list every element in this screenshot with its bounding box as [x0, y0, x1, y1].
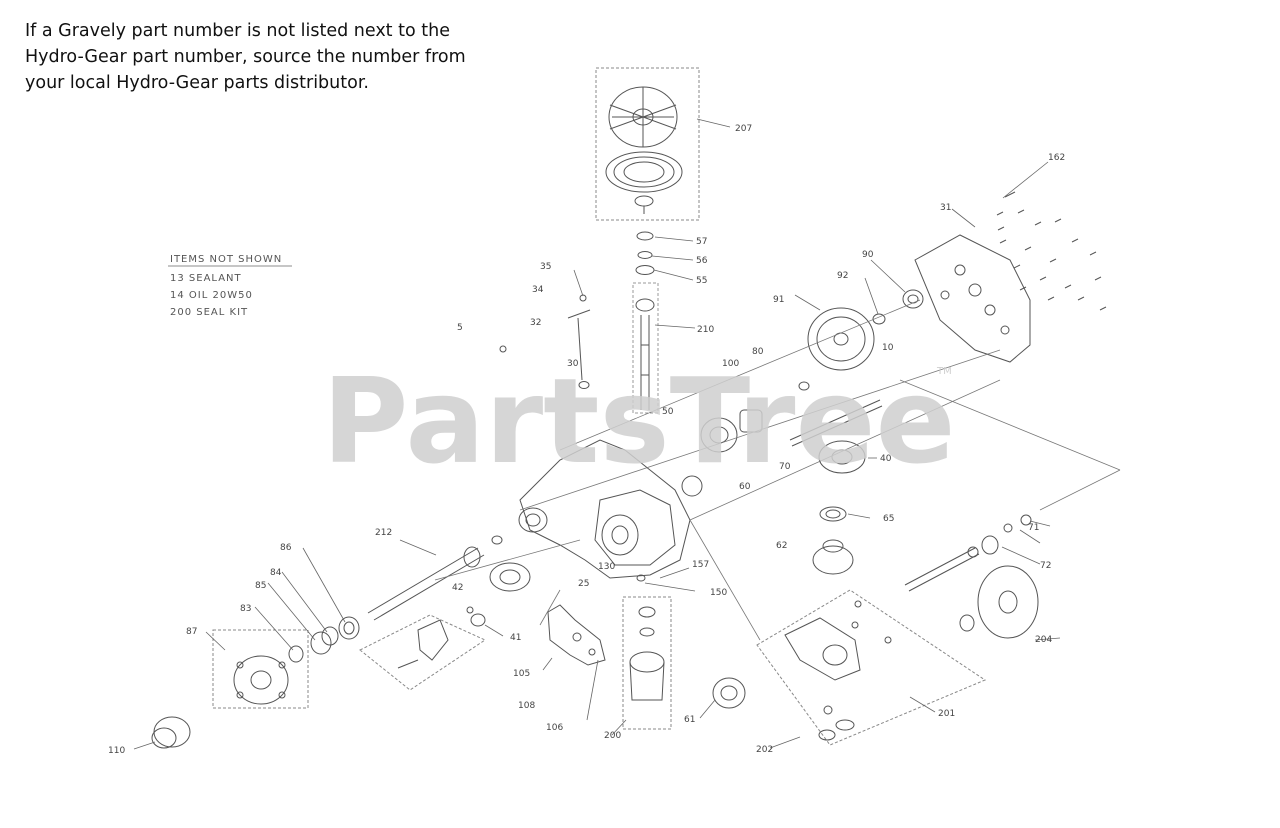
- side-cover: [914, 234, 1031, 363]
- callout-c31: 31: [940, 203, 951, 213]
- legend-item: 13 SEALANT: [170, 273, 242, 284]
- callout-c71: 71: [1028, 523, 1039, 533]
- callout-c212: 212: [375, 528, 392, 538]
- callout-c40: 40: [880, 454, 892, 464]
- note-line-1: If a Gravely part number is not listed n…: [25, 21, 450, 41]
- callout-c34: 34: [532, 285, 544, 295]
- fan-pulley-group: [595, 67, 700, 221]
- callout-c200: 200: [604, 731, 621, 741]
- callout-c65: 65: [883, 514, 894, 524]
- callout-c80: 80: [752, 347, 764, 357]
- callout-c84: 84: [270, 568, 282, 578]
- right-axle-hub: [904, 514, 1039, 639]
- watermark-trademark: TM: [936, 366, 952, 377]
- watermark: PartsTree: [322, 352, 956, 490]
- parts-note: If a Gravely part number is not listed n…: [25, 18, 505, 96]
- callout-c60: 60: [739, 482, 751, 492]
- legend-item: 14 OIL 20W50: [170, 290, 253, 301]
- callout-c202: 202: [756, 745, 773, 755]
- callout-c157: 157: [692, 560, 709, 570]
- callout-c83: 83: [240, 604, 251, 614]
- callout-c32: 32: [530, 318, 541, 328]
- callout-c100: 100: [722, 359, 739, 369]
- callout-c25: 25: [578, 579, 589, 589]
- callout-c90: 90: [862, 250, 874, 260]
- callout-c30: 30: [567, 359, 579, 369]
- callout-c110: 110: [108, 746, 125, 756]
- left-hub: [151, 629, 309, 749]
- callout-c72: 72: [1040, 561, 1051, 571]
- callout-c70: 70: [779, 462, 791, 472]
- legend-item: 200 SEAL KIT: [170, 307, 248, 318]
- items-not-shown-legend: ITEMS NOT SHOWN 13 SEALANT 14 OIL 20W50 …: [168, 254, 292, 318]
- callout-c108: 108: [518, 701, 535, 711]
- callout-c41: 41: [510, 633, 521, 643]
- reference-lines: [434, 299, 1121, 641]
- callout-c210: 210: [697, 325, 714, 335]
- legend-title: ITEMS NOT SHOWN: [170, 254, 282, 265]
- callout-c55: 55: [696, 276, 707, 286]
- callout-c92: 92: [837, 271, 848, 281]
- callout-c61: 61: [684, 715, 695, 725]
- note-line-2: Hydro-Gear part number, source the numbe…: [25, 47, 466, 67]
- callout-c57: 57: [696, 237, 707, 247]
- callout-labels: 207 162 57 56 55 31 35 34 32 30 5 210 92 91 90 100 10 80 5…: [108, 124, 1065, 756]
- callout-c109: 106: [546, 723, 563, 733]
- callout-c130: 130: [598, 562, 615, 572]
- callout-c91: 91: [773, 295, 784, 305]
- callout-c204: 204: [1035, 635, 1052, 645]
- mounting-bracket: [547, 604, 606, 666]
- callout-c42: 42: [452, 583, 463, 593]
- filter-assembly: [622, 574, 672, 730]
- callout-c5: 5: [457, 323, 463, 333]
- callout-c62: 62: [776, 541, 787, 551]
- callout-c50: 50: [662, 407, 674, 417]
- callout-c87: 87: [186, 627, 197, 637]
- callout-c162: 162: [1048, 153, 1065, 163]
- o-ring-stack: [635, 231, 655, 275]
- callout-c85: 85: [255, 581, 266, 591]
- callout-c56: 56: [696, 256, 708, 266]
- main-housing: [489, 439, 691, 592]
- callout-c150: 150: [710, 588, 727, 598]
- leader-lines: [133, 118, 1061, 750]
- callout-c207: 207: [735, 124, 752, 134]
- left-axle: [288, 546, 485, 663]
- note-line-3: your local Hydro-Gear parts distributor.: [25, 73, 369, 93]
- callout-c35: 35: [540, 262, 551, 272]
- callout-c201: 201: [938, 709, 955, 719]
- bolt-array: [996, 191, 1107, 311]
- axle-bracket: [712, 506, 987, 746]
- brake-arm: [359, 606, 487, 691]
- callout-c86: 86: [280, 543, 292, 553]
- callout-c106: 105: [513, 669, 530, 679]
- pump-shaft: [632, 282, 659, 414]
- callout-c10: 10: [882, 343, 894, 353]
